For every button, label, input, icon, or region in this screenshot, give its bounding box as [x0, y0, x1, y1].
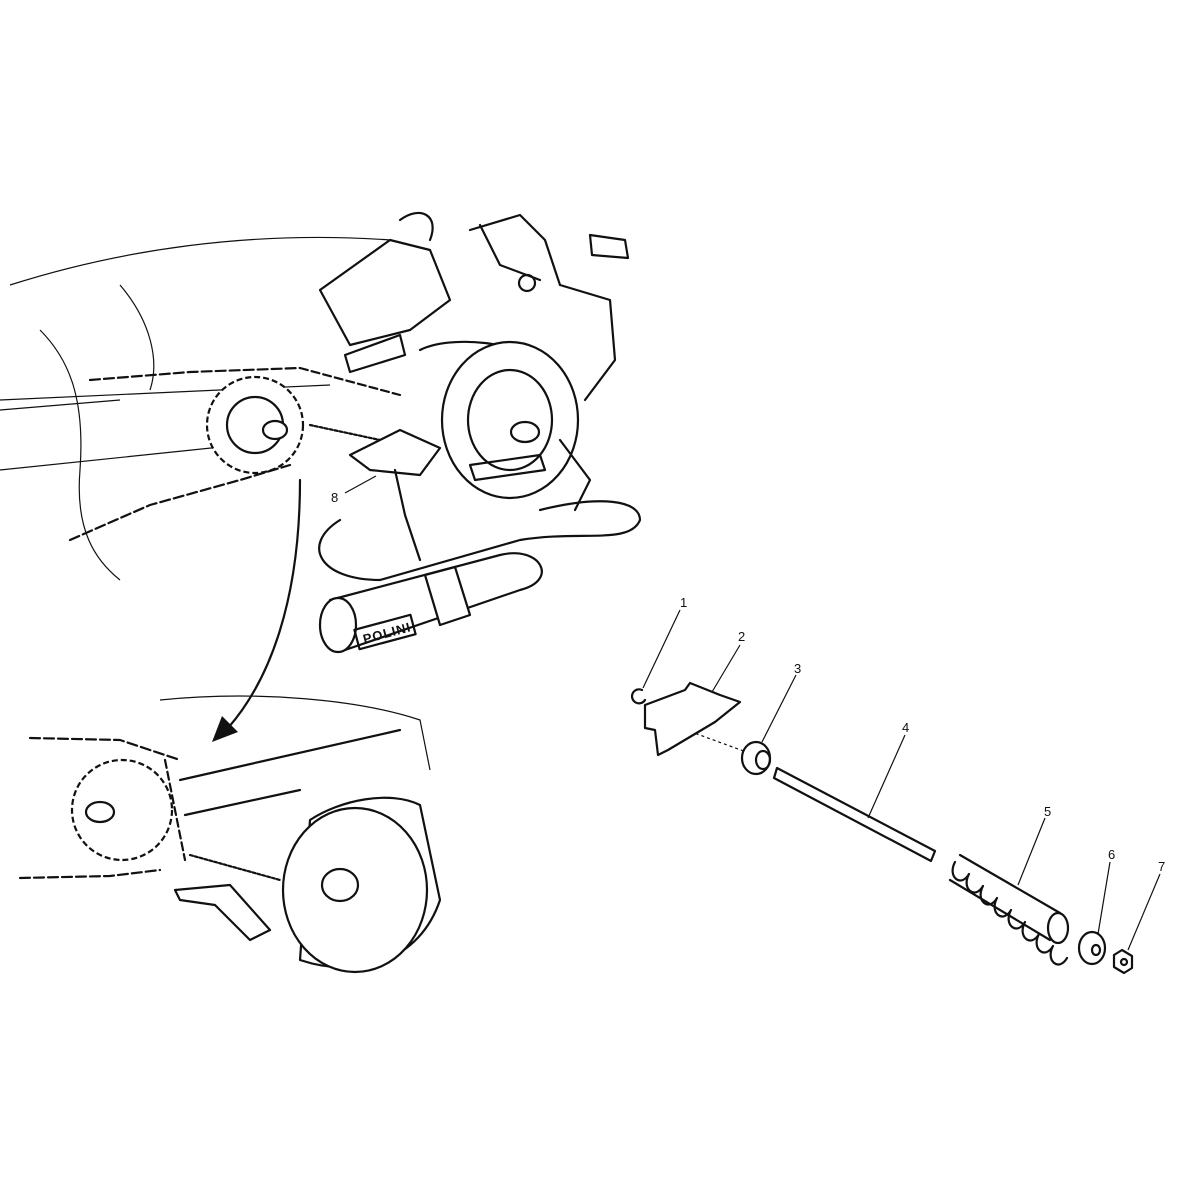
callout-3: 3: [794, 661, 801, 676]
bottom-detail-view: [18, 695, 442, 974]
detail-arrow: [212, 478, 302, 742]
callout-7: 7: [1158, 859, 1165, 874]
callout-4: 4: [902, 720, 909, 735]
c-clip: [630, 688, 647, 705]
callout-2: 2: [738, 629, 745, 644]
spring: [948, 853, 1070, 966]
nut: [1112, 948, 1134, 975]
exploded-parts: 1 2 3 4 5 6 7: [630, 595, 1165, 975]
callout-5: 5: [1044, 804, 1051, 819]
exhaust-silencer: POLINI: [318, 552, 543, 654]
callout-1: 1: [680, 595, 687, 610]
tensioner-rod: [772, 766, 937, 863]
rear-sprocket-top: [205, 375, 305, 475]
callout-6: 6: [1108, 847, 1115, 862]
callout-8: 8: [331, 490, 338, 505]
top-assembly-view: POLINI 8: [0, 211, 642, 654]
bracket: [643, 681, 742, 757]
